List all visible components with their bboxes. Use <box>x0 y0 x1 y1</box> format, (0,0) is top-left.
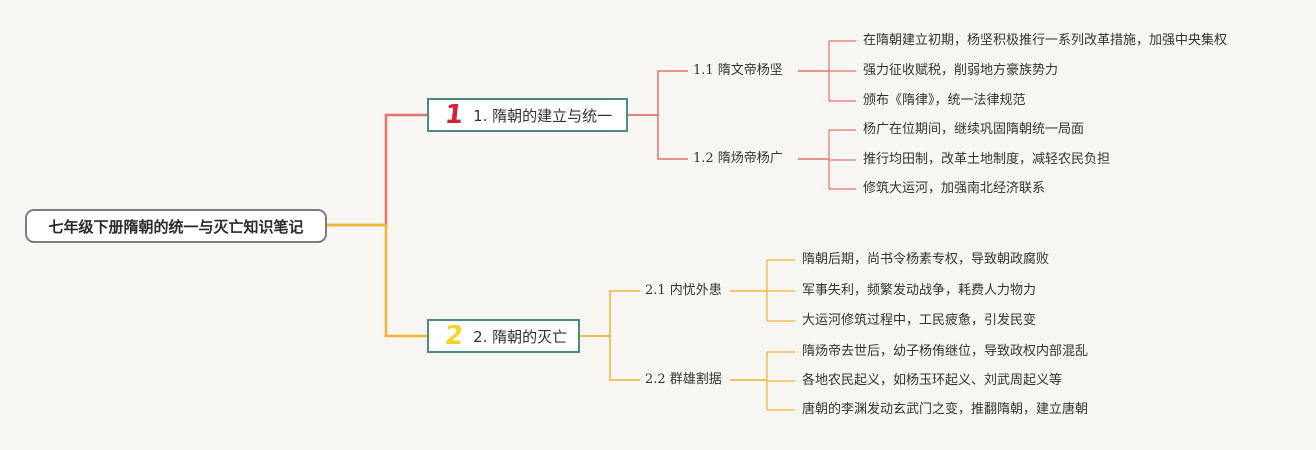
leaf-topic-1-2-3-label: 修筑大运河，加强南北经济联系 <box>863 181 1046 196</box>
subtopic-2-2-label: 2.2 群雄割据 <box>645 372 722 387</box>
subtopic-1-2[interactable]: 1.2 隋炀帝杨广 <box>693 150 783 168</box>
root-topic[interactable]: 七年级下册隋朝的统一与灭亡知识笔记 <box>25 209 327 243</box>
leaf-topic-2-2-2-label: 各地农民起义，如杨玉环起义、刘武周起义等 <box>802 373 1063 388</box>
subtopic-2-1[interactable]: 2.1 内忧外患 <box>645 282 722 300</box>
connector-root-branch-2 <box>327 223 427 338</box>
subtopic-1-2-label: 1.2 隋炀帝杨广 <box>693 151 783 166</box>
leaf-topic-2-2-1-label: 隋炀帝去世后，幼子杨侑继位，导致政权内部混乱 <box>802 344 1089 359</box>
leaf-topic-1-1-2[interactable]: 强力征收赋税，削弱地方豪族势力 <box>863 62 1058 80</box>
connector-root-branch-1 <box>327 113 427 227</box>
number-2-icon: 2 <box>443 321 465 351</box>
root-topic-label: 七年级下册隋朝的统一与灭亡知识笔记 <box>48 217 304 236</box>
subtopic-1-1-label: 1.1 隋文帝杨坚 <box>693 63 783 78</box>
number-1-icon: 1 <box>443 100 465 130</box>
connector-branch-1-sub-1 <box>628 70 688 116</box>
leaf-topic-2-2-1[interactable]: 隋炀帝去世后，幼子杨侑继位，导致政权内部混乱 <box>802 343 1088 361</box>
leaf-topic-2-2-2[interactable]: 各地农民起义，如杨玉环起义、刘武周起义等 <box>802 372 1062 390</box>
leaf-topic-1-2-1[interactable]: 杨广在位期间，继续巩固隋朝统一局面 <box>863 121 1084 139</box>
leaf-topic-1-1-1[interactable]: 在隋朝建立初期，杨坚积极推行一系列改革措施，加强中央集权 <box>863 32 1227 50</box>
branch-topic-1[interactable]: 1 1. 隋朝的建立与统一 <box>427 98 628 132</box>
leaf-topic-2-1-3-label: 大运河修筑过程中，工民疲惫，引发民变 <box>802 313 1037 328</box>
branch-topic-1-label: 1. 隋朝的建立与统一 <box>473 106 613 125</box>
leaf-topic-2-1-1-label: 隋朝后期，尚书令杨素专权，导致朝政腐败 <box>802 252 1050 267</box>
connector-branch-2-sub-2 <box>580 335 640 381</box>
connector-branch-1-sub-2 <box>628 114 688 160</box>
leaf-topic-1-2-2-label: 推行均田制，改革土地制度，减轻农民负担 <box>863 152 1111 167</box>
leaf-topic-2-1-3[interactable]: 大运河修筑过程中，工民疲惫，引发民变 <box>802 312 1036 330</box>
leaf-topic-2-1-1[interactable]: 隋朝后期，尚书令杨素专权，导致朝政腐败 <box>802 251 1049 269</box>
branch-topic-2[interactable]: 2 2. 隋朝的灭亡 <box>427 319 580 353</box>
leaf-topic-1-1-1-label: 在隋朝建立初期，杨坚积极推行一系列改革措施，加强中央集权 <box>863 33 1228 48</box>
branch-topic-2-label: 2. 隋朝的灭亡 <box>473 327 568 346</box>
leaf-topic-1-1-3-label: 颁布《隋律》，统一法律规范 <box>863 93 1026 108</box>
connector-branch-2-sub-1 <box>580 290 640 337</box>
leaf-topic-2-1-2[interactable]: 军事失利，频繁发动战争，耗费人力物力 <box>802 282 1036 300</box>
leaf-topic-1-2-2[interactable]: 推行均田制，改革土地制度，减轻农民负担 <box>863 151 1110 169</box>
subtopic-1-1[interactable]: 1.1 隋文帝杨坚 <box>693 62 783 80</box>
leaf-topic-1-2-1-label: 杨广在位期间，继续巩固隋朝统一局面 <box>863 122 1085 137</box>
leaf-topic-2-1-2-label: 军事失利，频繁发动战争，耗费人力物力 <box>802 283 1037 298</box>
subtopic-2-1-label: 2.1 内忧外患 <box>645 283 722 298</box>
leaf-topic-1-2-3[interactable]: 修筑大运河，加强南北经济联系 <box>863 180 1045 198</box>
leaf-topic-2-2-3-label: 唐朝的李渊发动玄武门之变，推翻隋朝，建立唐朝 <box>802 402 1089 417</box>
leaf-topic-2-2-3[interactable]: 唐朝的李渊发动玄武门之变，推翻隋朝，建立唐朝 <box>802 401 1088 419</box>
subtopic-2-2[interactable]: 2.2 群雄割据 <box>645 371 722 389</box>
leaf-topic-1-1-2-label: 强力征收赋税，削弱地方豪族势力 <box>863 63 1059 78</box>
leaf-topic-1-1-3[interactable]: 颁布《隋律》，统一法律规范 <box>863 92 1026 110</box>
